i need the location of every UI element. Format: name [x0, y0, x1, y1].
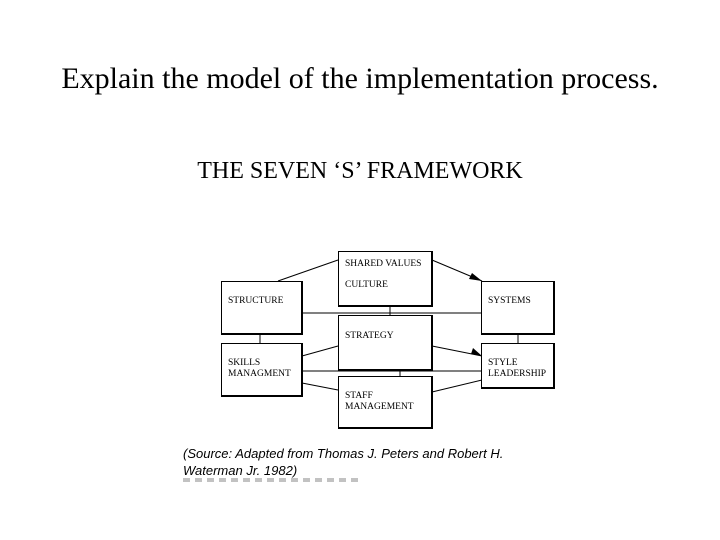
style-box: STYLE LEADERSHIP	[481, 343, 555, 389]
culture-label: CULTURE	[345, 280, 388, 290]
slide-title: Explain the model of the implementation …	[61, 62, 659, 95]
skills-box: SKILLS MANAGMENT	[221, 343, 303, 397]
style-label: STYLE	[488, 358, 518, 368]
strategy-box: STRATEGY	[338, 315, 433, 371]
managment-label: MANAGMENT	[228, 369, 291, 379]
structure-label: STRUCTURE	[228, 296, 284, 306]
leadership-label: LEADERSHIP	[488, 369, 547, 379]
staff-label: STAFF	[345, 391, 373, 401]
source-line-2: Waterman Jr. 1982)	[183, 463, 298, 478]
cropped-text-remnant	[183, 478, 363, 482]
systems-label: SYSTEMS	[488, 296, 531, 306]
shared-values-label: SHARED VALUES	[345, 259, 422, 269]
slide-subtitle: THE SEVEN ‘S’ FRAMEWORK	[197, 158, 523, 184]
source-citation: (Source: Adapted from Thomas J. Peters a…	[183, 445, 563, 479]
structure-box: STRUCTURE	[221, 281, 303, 335]
strategy-label: STRATEGY	[345, 331, 394, 341]
shared-values-box: SHARED VALUES CULTURE	[338, 251, 433, 307]
source-line-1: (Source: Adapted from Thomas J. Peters a…	[183, 446, 504, 461]
skills-label: SKILLS	[228, 358, 261, 368]
staff-box: STAFF MANAGEMENT	[338, 376, 433, 429]
staff-management-label: MANAGEMENT	[345, 402, 414, 412]
systems-box: SYSTEMS	[481, 281, 555, 335]
